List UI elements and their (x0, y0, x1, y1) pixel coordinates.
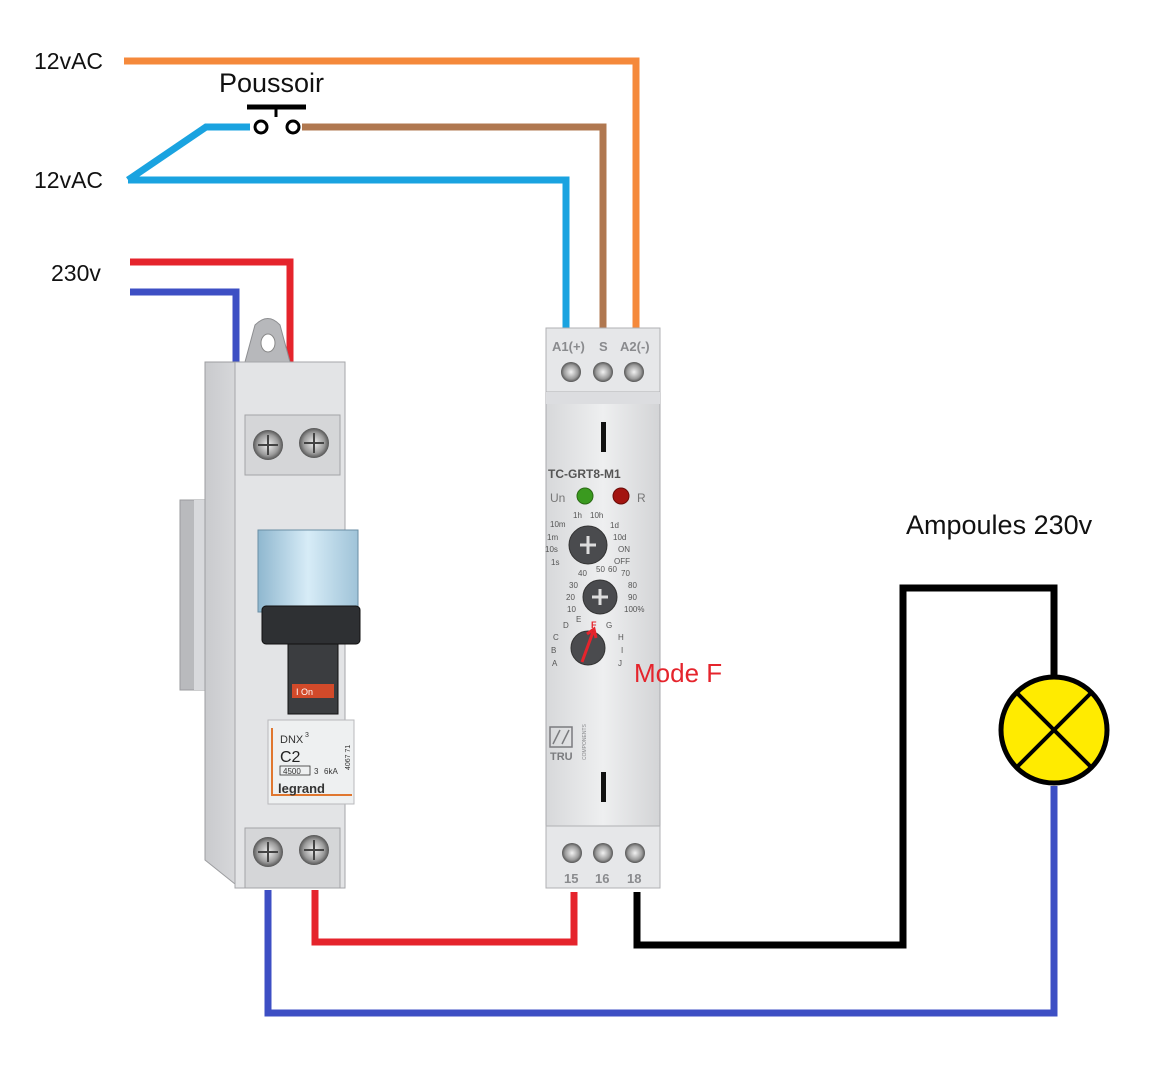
time-dial-10d: 10d (613, 533, 626, 542)
breaker-rating: C2 (280, 749, 301, 766)
percent-dial-100: 100% (624, 605, 644, 614)
wire-18-to-lamp (633, 584, 1058, 949)
wire-230v-neutral (130, 288, 240, 366)
percent-dial-70: 70 (621, 569, 630, 578)
terminal-15-label: 15 (564, 871, 578, 886)
function-dial-c: C (553, 633, 559, 642)
time-dial-10h: 10h (590, 511, 603, 520)
logo-text: TRU (550, 751, 573, 763)
function-dial-e: E (576, 615, 581, 624)
label-lamps: Ampoules 230v (906, 510, 1093, 540)
terminal-a2-screw (624, 362, 644, 382)
function-dial-i: I (621, 646, 623, 655)
wire-12vac-phase (124, 57, 640, 328)
function-dial: A B C D E F G H I J (551, 615, 624, 668)
percent-dial-10: 10 (567, 605, 576, 614)
percent-dial-30: 30 (569, 581, 578, 590)
breaker-code: 4500 (283, 767, 301, 776)
time-range-dial: 1s 10s 1m 10m 1h 10h 1d 10d ON OFF (545, 511, 630, 567)
led-un-green (576, 487, 594, 505)
function-dial-d: D (563, 621, 569, 630)
led-r-label: R (637, 491, 646, 505)
terminal-18-screw (625, 843, 645, 863)
label-pushbutton: Poussoir (219, 68, 324, 98)
terminal-15-screw (562, 843, 582, 863)
function-dial-f: F (591, 620, 597, 630)
terminal-s-label: S (599, 339, 608, 354)
function-dial-a: A (552, 659, 558, 668)
time-dial-on: ON (618, 545, 630, 554)
function-dial-h: H (618, 633, 624, 642)
percent-dial-50: 50 (596, 565, 605, 574)
terminal-a1-label: A1(+) (552, 339, 585, 354)
label-12vac-bottom: 12vAC (34, 167, 103, 193)
circuit-breaker: I On DNX 3 C2 4500 3 6kA 4067 71 legrand (179, 318, 361, 889)
relay-model: TC-GRT8-M1 (548, 467, 621, 481)
logo-subtext: COMPONENTS (582, 724, 588, 761)
wire-12vac-neutral-to-a1 (128, 176, 570, 328)
breaker-breaking-capacity: 6kA (324, 767, 338, 776)
time-dial-10s: 10s (545, 545, 558, 554)
wire-230v-live (130, 258, 294, 378)
percent-dial-40: 40 (578, 569, 587, 578)
terminal-16-label: 16 (595, 871, 609, 886)
breaker-series-sup: 3 (305, 732, 309, 739)
function-dial-b: B (551, 646, 556, 655)
time-dial-off: OFF (614, 557, 630, 566)
terminal-s-screw (593, 362, 613, 382)
mode-f-arrow-icon (580, 626, 598, 663)
terminal-16-screw (593, 843, 613, 863)
terminal-a1-screw (561, 362, 581, 382)
timer-relay: A1(+) S A2(-) TC-GRT8-M1 Un R 1s 10s 1m … (545, 327, 722, 889)
wires (124, 57, 1058, 1017)
wire-neutral-to-lamp (264, 786, 1058, 1017)
time-dial-1d: 1d (610, 521, 619, 530)
label-12vac-top: 12vAC (34, 48, 103, 74)
function-dial-g: G (606, 621, 612, 630)
wire-pushbutton-to-s (302, 123, 607, 328)
mode-label: Mode F (634, 658, 722, 688)
percent-dial-20: 20 (566, 593, 575, 602)
function-dial-j: J (618, 659, 622, 668)
wire-12vac-neutral-to-pushbutton (126, 123, 250, 183)
breaker-toggle-text: I On (296, 687, 313, 697)
terminal-18-label: 18 (627, 871, 641, 886)
terminal-a2-label: A2(-) (620, 339, 650, 354)
time-dial-10m: 10m (550, 520, 566, 529)
time-dial-1s: 1s (551, 558, 559, 567)
breaker-class: 3 (314, 767, 319, 776)
lamp-icon (998, 674, 1110, 786)
percent-dial: 10 20 30 40 50 60 70 80 90 100% (566, 565, 644, 615)
time-dial-1m: 1m (547, 533, 558, 542)
percent-dial-90: 90 (628, 593, 637, 602)
tru-logo-icon (549, 726, 573, 748)
time-dial-1h: 1h (573, 511, 582, 520)
pushbutton-symbol (247, 104, 306, 135)
label-230v: 230v (51, 260, 101, 286)
wire-breaker-to-15 (311, 890, 578, 946)
breaker-brand: legrand (278, 781, 325, 796)
breaker-reference: 4067 71 (345, 745, 352, 770)
percent-dial-60: 60 (608, 565, 617, 574)
led-un-label: Un (550, 491, 565, 505)
percent-dial-80: 80 (628, 581, 637, 590)
breaker-series: DNX (280, 734, 304, 746)
led-r-red (612, 487, 630, 505)
